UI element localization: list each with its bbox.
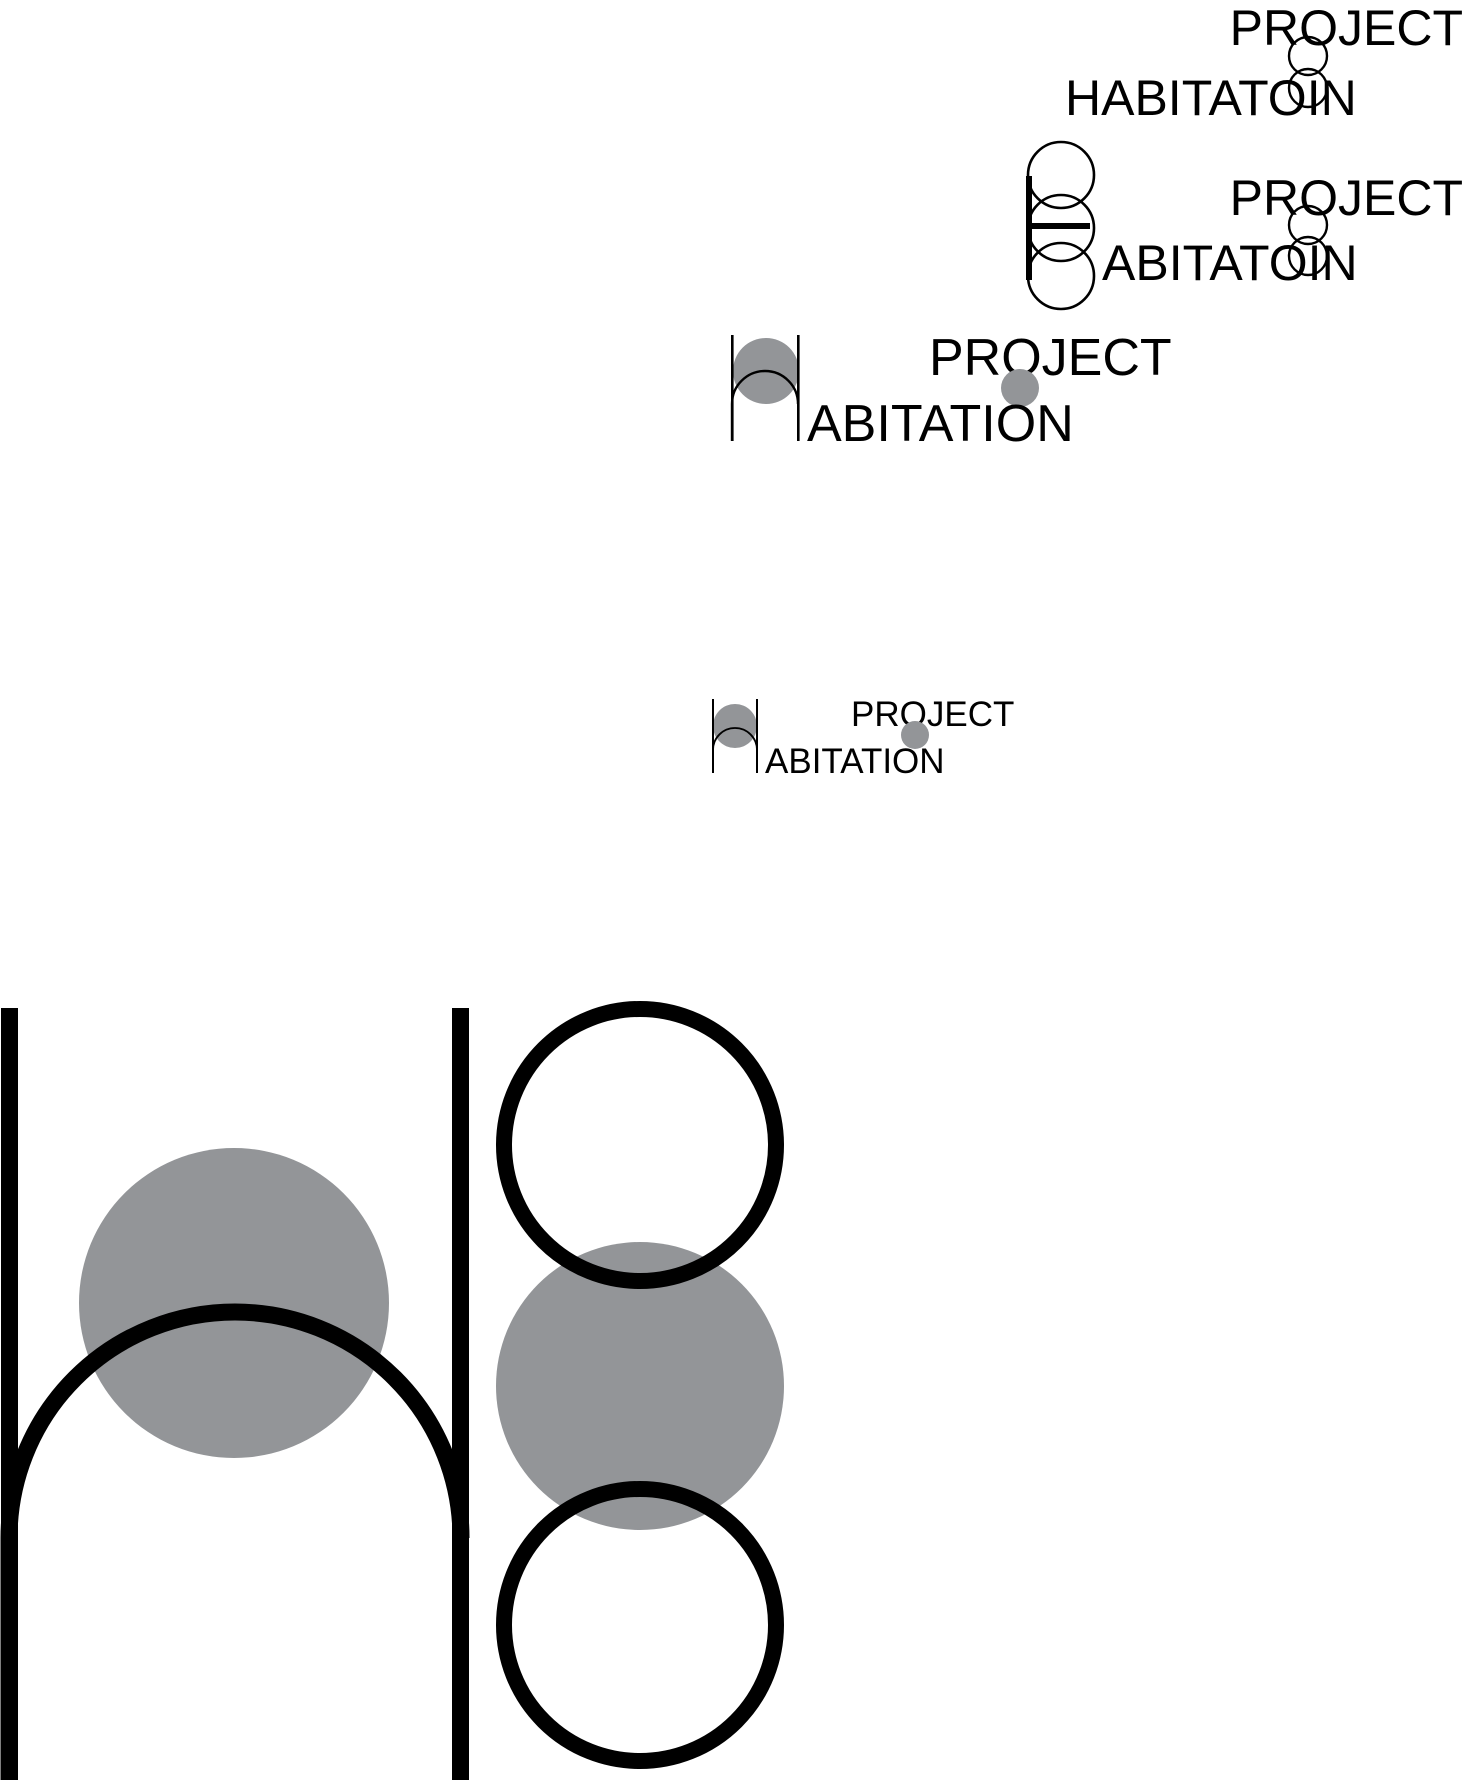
variant-4-arched-h-icon: [712, 699, 758, 773]
variant-1-line1: PROJECT: [1230, 0, 1463, 56]
gray-arch-fill-icon: [79, 1148, 389, 1458]
variant-4-gray-dot-icon: [901, 721, 929, 749]
variant-4-line1: PROJECT: [851, 695, 1014, 734]
arched-h-icon: [0, 1008, 470, 1780]
logo-variant-2: PROJECT ABITATOIN: [1026, 140, 1463, 311]
middle-gray-disc-icon: [496, 1242, 784, 1530]
variant-3-gray-dot-icon: [1001, 369, 1039, 407]
logo-variant-1: PROJECT HABITATOIN: [1065, 0, 1463, 126]
bottom-ring-icon: [496, 1481, 784, 1769]
variant-2-line2-rest: ABITATOIN: [1102, 235, 1358, 291]
variant-1-linked-circles-icon: [1287, 35, 1329, 109]
variant-4-line2-rest: ABITATION: [765, 742, 945, 781]
logo-variant-3: PROJECT ABITATION: [730, 329, 1172, 453]
variant-1-line2: HABITATOIN: [1065, 70, 1357, 126]
logo-variant-4: PROJECT ABITATION: [712, 695, 1014, 781]
variant-2-linked-circles-icon: [1287, 204, 1329, 277]
variant-3-line1: PROJECT: [929, 329, 1172, 387]
variant-2-line1: PROJECT: [1230, 170, 1463, 226]
large-monogram-mark: [0, 1001, 784, 1780]
variant-3-arched-h-icon: [730, 335, 800, 441]
top-ring-icon: [496, 1001, 784, 1289]
variant-2-h-monogram-icon: [1026, 140, 1096, 311]
variant-3-line2-rest: ABITATION: [807, 395, 1074, 453]
